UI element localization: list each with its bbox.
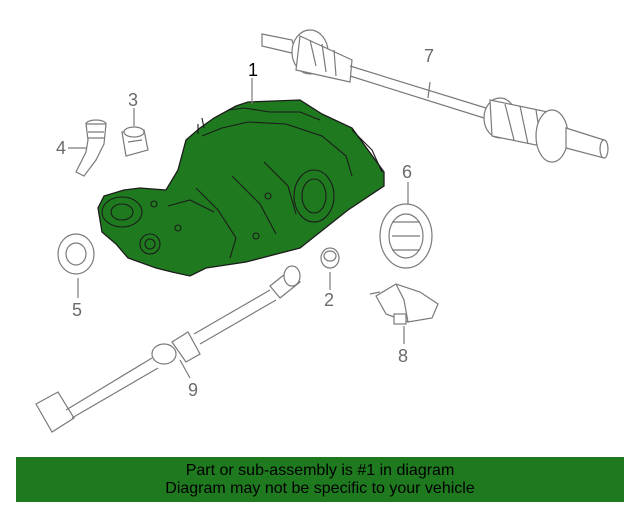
part-3-bushing[interactable] [121, 126, 149, 157]
part-4-vent-fitting[interactable] [75, 119, 107, 177]
differential-housing [97, 99, 385, 277]
callout-5: 5 [72, 300, 82, 320]
callout-1: 1 [248, 60, 258, 80]
callout-2: 2 [324, 290, 334, 310]
parts-diagram: 1 3 4 5 6 7 2 8 9 [35, 29, 609, 433]
part-5-seal[interactable] [57, 233, 95, 275]
callout-8: 8 [398, 346, 408, 366]
callout-6: 6 [402, 162, 412, 182]
callout-9: 9 [188, 380, 198, 400]
part-1-differential-assembly[interactable] [97, 99, 385, 277]
callout-7: 7 [424, 46, 434, 66]
banner-line-2: Diagram may not be specific to your vehi… [165, 479, 475, 497]
banner-line-1: Part or sub-assembly is #1 in diagram [185, 461, 455, 479]
callout-4: 4 [56, 138, 66, 158]
part-6-tone-ring[interactable] [379, 203, 433, 269]
leader-lines [68, 78, 431, 379]
part-8-sensor[interactable] [369, 283, 439, 325]
part-2-plug[interactable] [320, 247, 340, 269]
part-7-axle-shaft[interactable] [261, 29, 609, 163]
callout-3: 3 [128, 90, 138, 110]
part-9-drive-shaft[interactable] [35, 265, 301, 433]
info-banner: Part or sub-assembly is #1 in diagram Di… [16, 457, 624, 502]
